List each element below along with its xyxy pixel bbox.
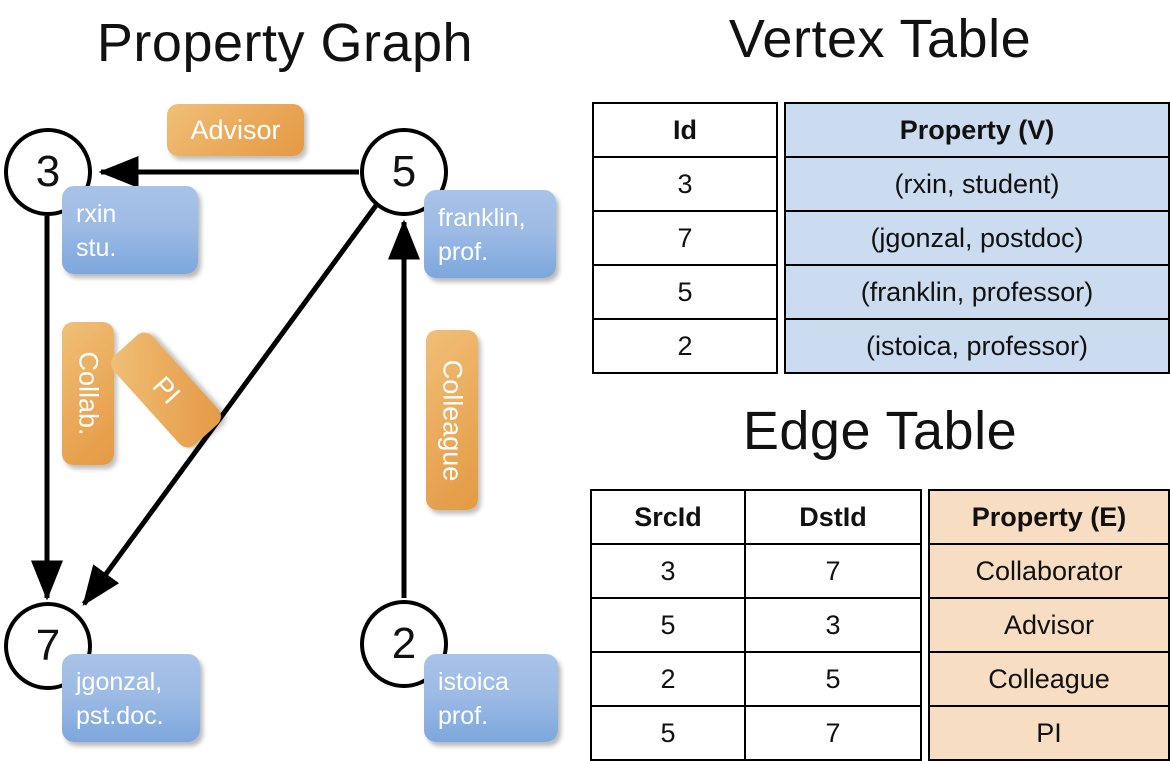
edge-table-header-srcid: SrcId bbox=[590, 489, 746, 545]
graph-node-5[interactable]: 5 bbox=[360, 128, 448, 216]
vertex-cell-id: 5 bbox=[592, 264, 778, 320]
edge-cell-srcid: 5 bbox=[590, 597, 746, 653]
vertex-property-line2: pst.doc. bbox=[76, 701, 164, 730]
section-title-vertex-table: Vertex Table bbox=[728, 9, 1032, 69]
graph-node-3-label: 3 bbox=[35, 147, 61, 196]
edge-cell-property: Advisor bbox=[928, 597, 1170, 653]
graph-node-7-label: 7 bbox=[35, 621, 61, 670]
edge-cell-property: Colleague bbox=[928, 651, 1170, 707]
vertex-property-line2: prof. bbox=[438, 701, 489, 730]
edge-cell-dstid: 3 bbox=[744, 597, 922, 653]
vertex-property-line2: prof. bbox=[438, 237, 489, 266]
edge-label-colleague[interactable]: Colleague bbox=[426, 330, 478, 510]
vertex-property-line1: jgonzal, bbox=[76, 668, 163, 696]
section-title-edge-table: Edge Table bbox=[742, 401, 1018, 461]
vertex-cell-property: (franklin, professor) bbox=[784, 264, 1170, 320]
graph-node-2[interactable]: 2 bbox=[360, 600, 448, 688]
table-row[interactable]: 5 (franklin, professor) bbox=[592, 264, 1170, 320]
edge-cell-dstid: 7 bbox=[744, 543, 922, 599]
table-header-row: Id Property (V) bbox=[592, 102, 1170, 158]
edge-label-collab[interactable]: Collab. bbox=[62, 322, 114, 465]
property-graph-diagram: 3 5 7 2 rxin stu. franklin, prof. jgonza… bbox=[0, 0, 580, 760]
edge-table-header-dstid: DstId bbox=[744, 489, 922, 545]
vertex-table: Id Property (V) 3 (rxin, student) 7 (jgo… bbox=[592, 102, 1170, 374]
vertex-property-box-franklin[interactable]: franklin, prof. bbox=[424, 190, 556, 278]
edge-label-pi-text: PI bbox=[146, 370, 187, 410]
table-row[interactable]: 2 (istoica, professor) bbox=[592, 318, 1170, 374]
vertex-table-header-property: Property (V) bbox=[784, 102, 1170, 158]
vertex-property-box-istoica[interactable]: istoica prof. bbox=[424, 654, 558, 742]
vertex-cell-id: 2 bbox=[592, 318, 778, 374]
edge-label-pi[interactable]: PI bbox=[106, 328, 226, 452]
vertex-cell-property: (istoica, professor) bbox=[784, 318, 1170, 374]
column-gap bbox=[921, 706, 929, 760]
edge-cell-srcid: 2 bbox=[590, 651, 746, 707]
page-title-property-graph: Property Graph bbox=[96, 13, 474, 73]
vertex-property-line1: rxin bbox=[76, 200, 117, 228]
column-gap bbox=[921, 652, 929, 706]
vertex-cell-id: 3 bbox=[592, 156, 778, 212]
table-row[interactable]: 5 3 Advisor bbox=[590, 597, 1170, 653]
edge-label-colleague-text: Colleague bbox=[437, 359, 468, 481]
vertex-cell-property: (jgonzal, postdoc) bbox=[784, 210, 1170, 266]
vertex-property-line1: franklin, bbox=[438, 204, 526, 232]
edge-cell-srcid: 5 bbox=[590, 705, 746, 761]
graph-node-2-label: 2 bbox=[391, 619, 417, 668]
table-row[interactable]: 3 (rxin, student) bbox=[592, 156, 1170, 212]
edge-table-header-property: Property (E) bbox=[928, 489, 1170, 545]
edge-label-advisor[interactable]: Advisor bbox=[167, 104, 304, 156]
vertex-cell-property: (rxin, student) bbox=[784, 156, 1170, 212]
column-gap bbox=[777, 319, 785, 373]
vertex-property-box-jgonzal[interactable]: jgonzal, pst.doc. bbox=[62, 654, 200, 742]
graph-node-5-label: 5 bbox=[391, 147, 417, 196]
edge-cell-property: Collaborator bbox=[928, 543, 1170, 599]
column-gap bbox=[921, 490, 929, 544]
column-gap bbox=[921, 598, 929, 652]
table-header-row: SrcId DstId Property (E) bbox=[590, 489, 1170, 545]
edge-label-advisor-text: Advisor bbox=[190, 114, 281, 145]
vertex-cell-id: 7 bbox=[592, 210, 778, 266]
edge-cell-dstid: 7 bbox=[744, 705, 922, 761]
vertex-property-line2: stu. bbox=[76, 233, 117, 262]
vertex-table-header-id: Id bbox=[592, 102, 778, 158]
table-row[interactable]: 3 7 Collaborator bbox=[590, 543, 1170, 599]
column-gap bbox=[777, 211, 785, 265]
edge-cell-property: PI bbox=[928, 705, 1170, 761]
edge-cell-dstid: 5 bbox=[744, 651, 922, 707]
column-gap bbox=[921, 544, 929, 598]
edge-label-collab-text: Collab. bbox=[73, 351, 104, 436]
table-row[interactable]: 2 5 Colleague bbox=[590, 651, 1170, 707]
vertex-property-line1: istoica bbox=[438, 668, 509, 696]
edge-cell-srcid: 3 bbox=[590, 543, 746, 599]
table-row[interactable]: 7 (jgonzal, postdoc) bbox=[592, 210, 1170, 266]
column-gap bbox=[777, 103, 785, 157]
vertex-property-box-rxin[interactable]: rxin stu. bbox=[62, 186, 198, 274]
column-gap bbox=[777, 157, 785, 211]
table-row[interactable]: 5 7 PI bbox=[590, 705, 1170, 761]
column-gap bbox=[777, 265, 785, 319]
edge-table: SrcId DstId Property (E) 3 7 Collaborato… bbox=[590, 489, 1170, 761]
